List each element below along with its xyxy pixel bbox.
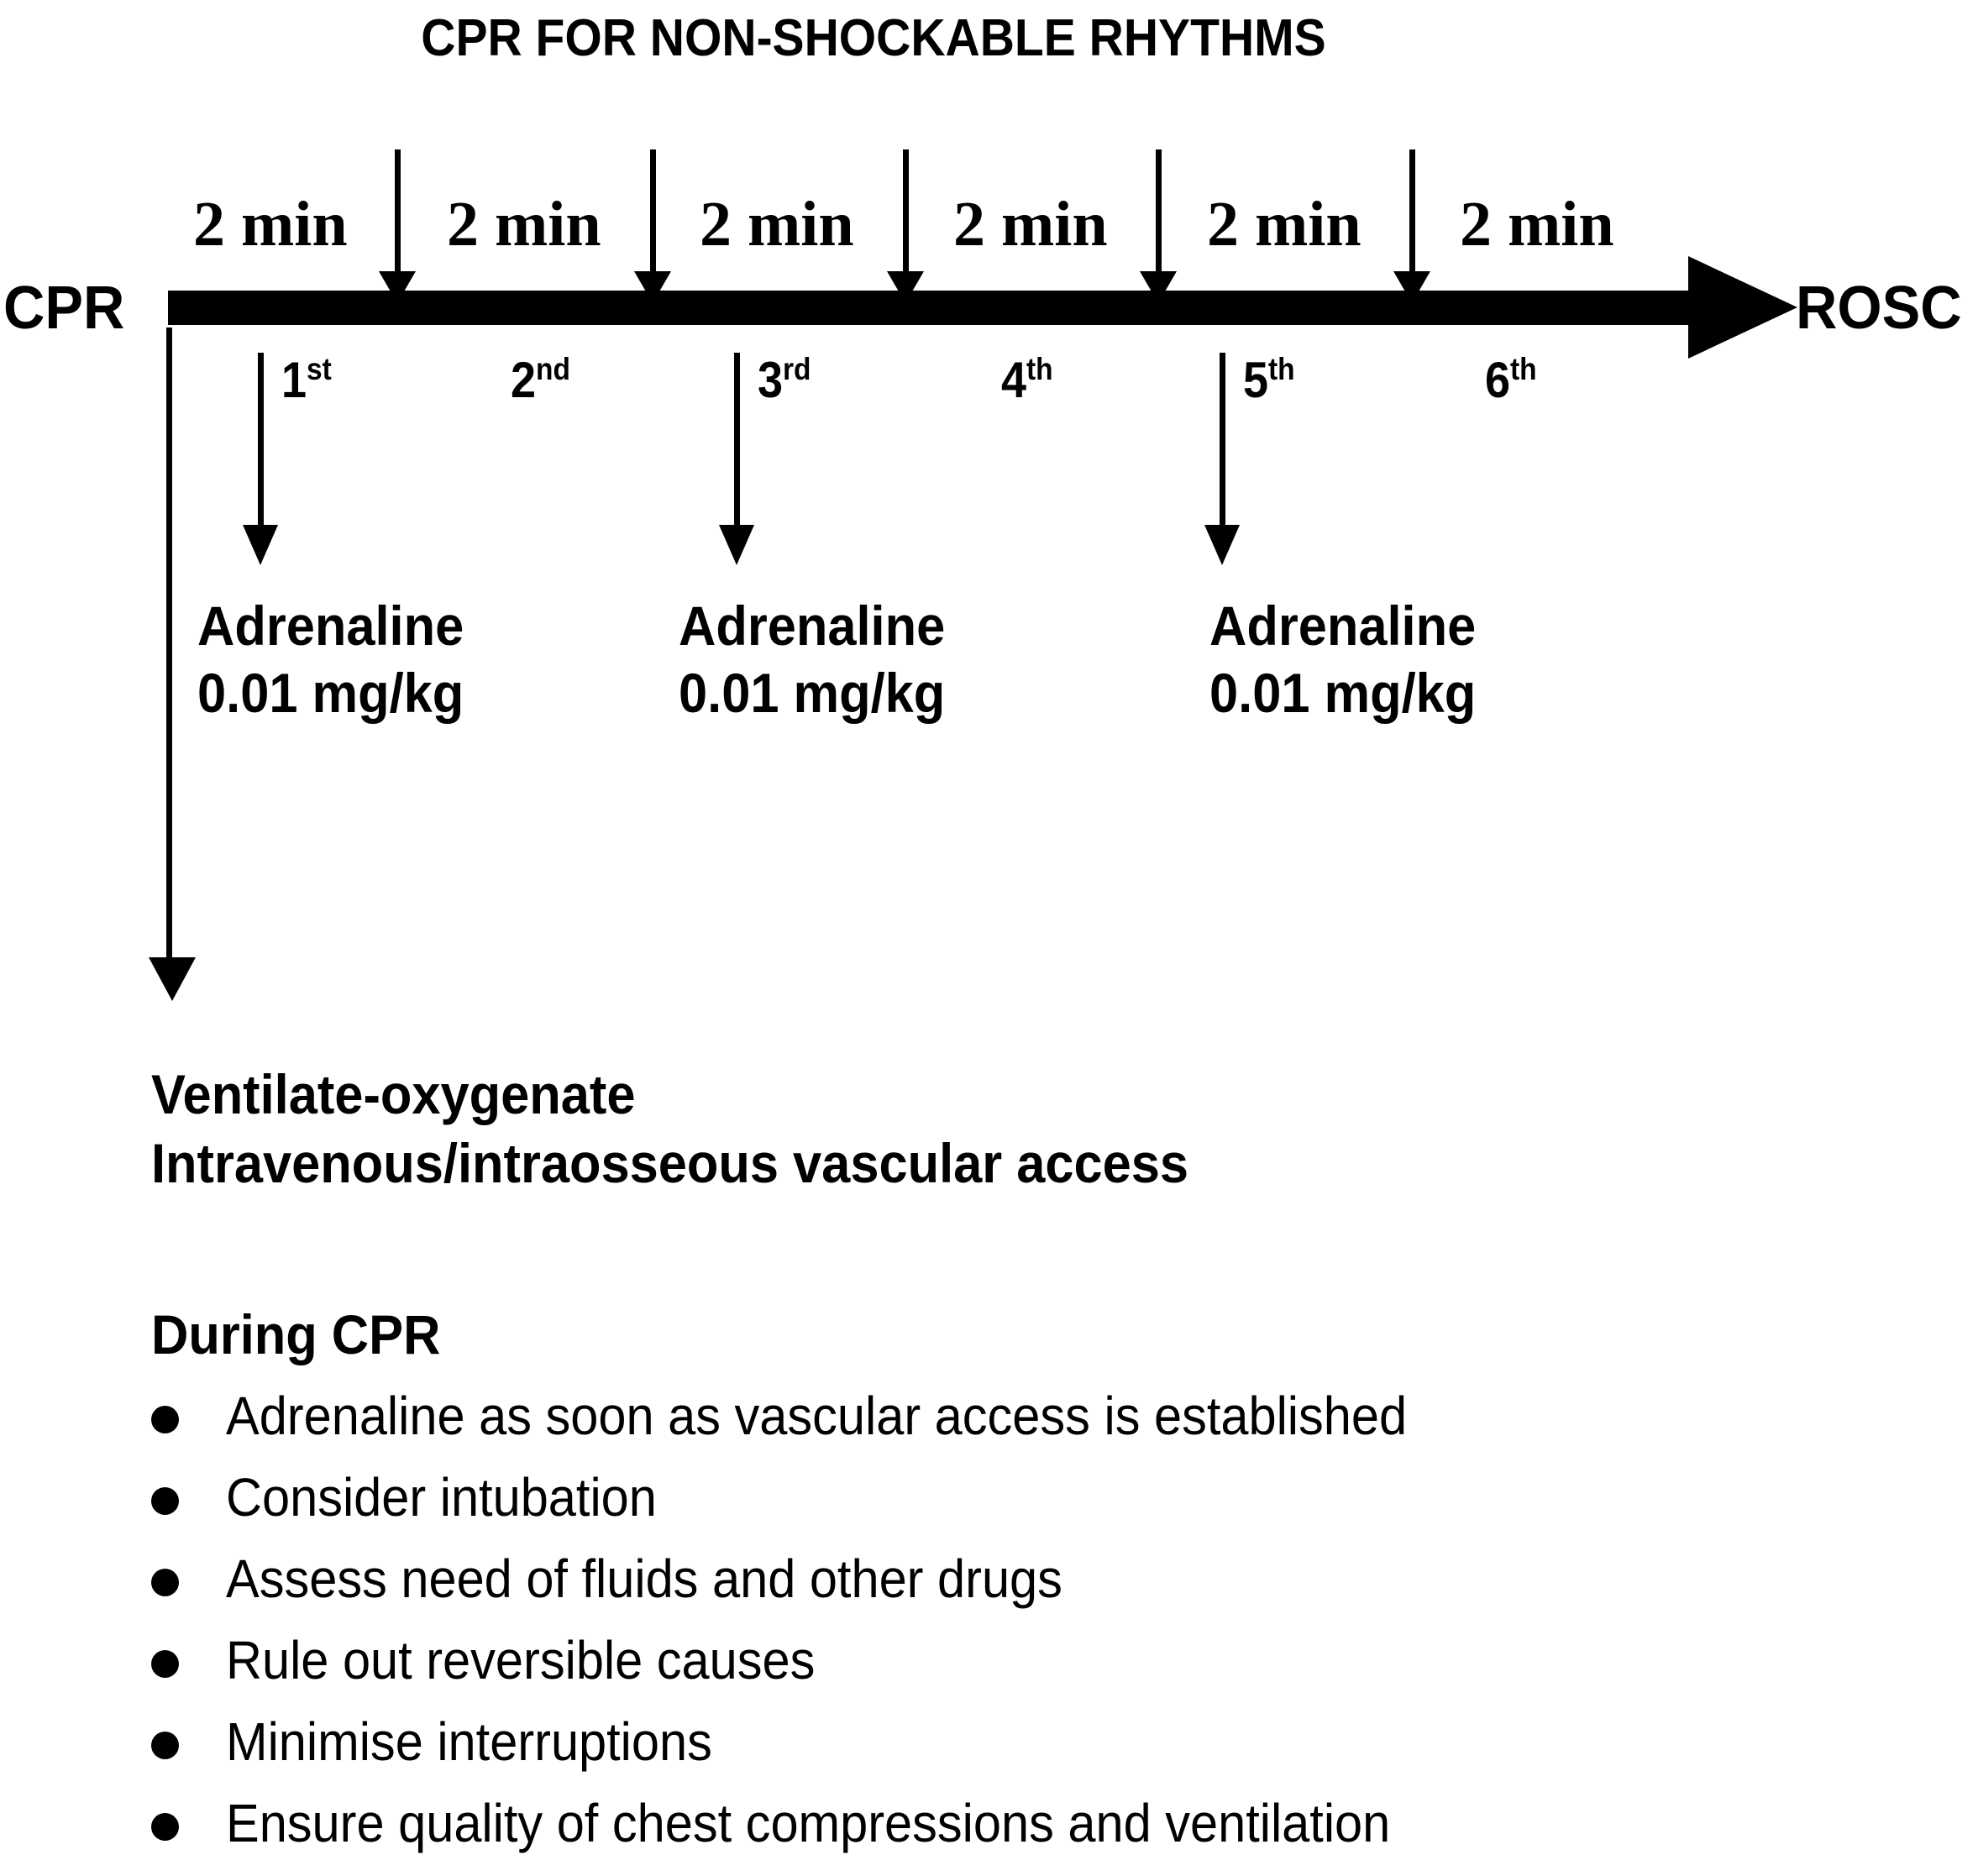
adrenaline-arrow-2-icon bbox=[719, 411, 754, 565]
during-cpr-item-5: Minimise interruptions bbox=[226, 1711, 712, 1772]
cpr-descender-arrowhead-icon bbox=[149, 957, 196, 1001]
cycle-ordinal-6-number: 6 bbox=[1485, 352, 1511, 408]
adrenaline-arrow-3-icon bbox=[1204, 411, 1240, 565]
adrenaline-dose-block-2: Adrenaline 0.01 mg/kg bbox=[679, 592, 945, 726]
list-item: Ensure quality of chest compressions and… bbox=[151, 1793, 1932, 1874]
ventilate-oxygenate-line: Ventilate-oxygenate bbox=[151, 1063, 636, 1125]
list-item: Consider intubation bbox=[151, 1467, 1932, 1548]
adrenaline-drug-name-2: Adrenaline bbox=[679, 595, 946, 657]
list-item: Adrenaline as soon as vascular access is… bbox=[151, 1386, 1932, 1467]
cycle-ordinal-1: 1st bbox=[281, 351, 332, 409]
cycle-boundary-arrow-1-icon bbox=[379, 149, 416, 303]
cycle-ordinal-1-number: 1 bbox=[281, 352, 307, 408]
cycle-duration-label-6: 2 min bbox=[1460, 189, 1614, 259]
ordinal-tick-5-icon bbox=[1220, 353, 1225, 430]
cycle-ordinal-5: 5th bbox=[1243, 351, 1295, 409]
cycle-ordinal-2-number: 2 bbox=[511, 352, 537, 408]
bullet-dot-icon bbox=[151, 1732, 179, 1759]
cycle-ordinal-6-suffix: th bbox=[1510, 351, 1537, 386]
cycle-duration-label-4: 2 min bbox=[953, 189, 1108, 259]
timeline-end-label: ROSC bbox=[1796, 275, 1962, 342]
list-item: Rule out reversible causes bbox=[151, 1630, 1932, 1711]
adrenaline-drug-name-1: Adrenaline bbox=[197, 595, 464, 657]
airway-access-block: Ventilate-oxygenate Intravenous/intraoss… bbox=[151, 1060, 1188, 1197]
cycle-ordinal-4-number: 4 bbox=[1001, 352, 1027, 408]
cycle-ordinal-1-suffix: st bbox=[307, 351, 332, 386]
cycle-ordinal-4-suffix: th bbox=[1026, 351, 1053, 386]
list-item: Assess need of fluids and other drugs bbox=[151, 1548, 1932, 1630]
cycle-ordinal-2-suffix: nd bbox=[536, 351, 570, 386]
cycle-ordinal-5-number: 5 bbox=[1243, 352, 1269, 408]
cycle-boundary-arrow-4-icon bbox=[1140, 149, 1177, 303]
cycle-ordinal-3: 3rd bbox=[758, 351, 811, 409]
bullet-dot-icon bbox=[151, 1487, 179, 1515]
bullet-dot-icon bbox=[151, 1406, 179, 1433]
adrenaline-dose-block-3: Adrenaline 0.01 mg/kg bbox=[1209, 592, 1476, 726]
adrenaline-dose-value-2: 0.01 mg/kg bbox=[679, 662, 946, 724]
cycle-ordinal-5-suffix: th bbox=[1268, 351, 1295, 386]
during-cpr-item-2: Consider intubation bbox=[226, 1467, 657, 1528]
ordinal-tick-1-icon bbox=[258, 353, 264, 430]
cycle-ordinal-6: 6th bbox=[1485, 351, 1537, 409]
cycle-duration-label-3: 2 min bbox=[700, 189, 854, 259]
during-cpr-list: Adrenaline as soon as vascular access is… bbox=[151, 1386, 1932, 1874]
adrenaline-arrow-1-icon bbox=[243, 411, 278, 565]
cycle-boundary-arrow-2-icon bbox=[634, 149, 671, 303]
cycle-boundary-arrow-3-icon bbox=[887, 149, 924, 303]
adrenaline-dose-value-3: 0.01 mg/kg bbox=[1209, 662, 1477, 724]
during-cpr-item-6: Ensure quality of chest compressions and… bbox=[226, 1793, 1391, 1853]
adrenaline-dose-value-1: 0.01 mg/kg bbox=[197, 662, 464, 724]
page-title: CPR FOR NON-SHOCKABLE RHYTHMS bbox=[421, 9, 1326, 67]
cycle-ordinal-3-suffix: rd bbox=[783, 351, 811, 386]
bullet-dot-icon bbox=[151, 1813, 179, 1841]
list-item: Minimise interruptions bbox=[151, 1711, 1932, 1793]
bullet-dot-icon bbox=[151, 1650, 179, 1678]
during-cpr-item-1: Adrenaline as soon as vascular access is… bbox=[226, 1386, 1408, 1446]
cycle-ordinal-4: 4th bbox=[1001, 351, 1053, 409]
cpr-timeline-bar bbox=[168, 291, 1695, 325]
vascular-access-line: Intravenous/intraosseous vascular access bbox=[151, 1132, 1189, 1194]
cycle-ordinal-2: 2nd bbox=[511, 351, 570, 409]
cycle-duration-label-2: 2 min bbox=[447, 189, 601, 259]
during-cpr-heading: During CPR bbox=[151, 1303, 441, 1365]
cycle-duration-label-1: 2 min bbox=[193, 189, 348, 259]
timeline-start-label: CPR bbox=[3, 275, 125, 342]
ordinal-tick-3-icon bbox=[734, 353, 740, 430]
cycle-ordinal-3-number: 3 bbox=[758, 352, 784, 408]
cpr-descender-arrow-line-icon bbox=[166, 328, 172, 957]
during-cpr-item-4: Rule out reversible causes bbox=[226, 1630, 816, 1690]
timeline-arrowhead-icon bbox=[1688, 256, 1797, 359]
adrenaline-drug-name-3: Adrenaline bbox=[1209, 595, 1477, 657]
cycle-duration-label-5: 2 min bbox=[1207, 189, 1362, 259]
cycle-boundary-arrow-5-icon bbox=[1393, 149, 1430, 303]
bullet-dot-icon bbox=[151, 1569, 179, 1596]
during-cpr-item-3: Assess need of fluids and other drugs bbox=[226, 1548, 1062, 1609]
adrenaline-dose-block-1: Adrenaline 0.01 mg/kg bbox=[197, 592, 464, 726]
